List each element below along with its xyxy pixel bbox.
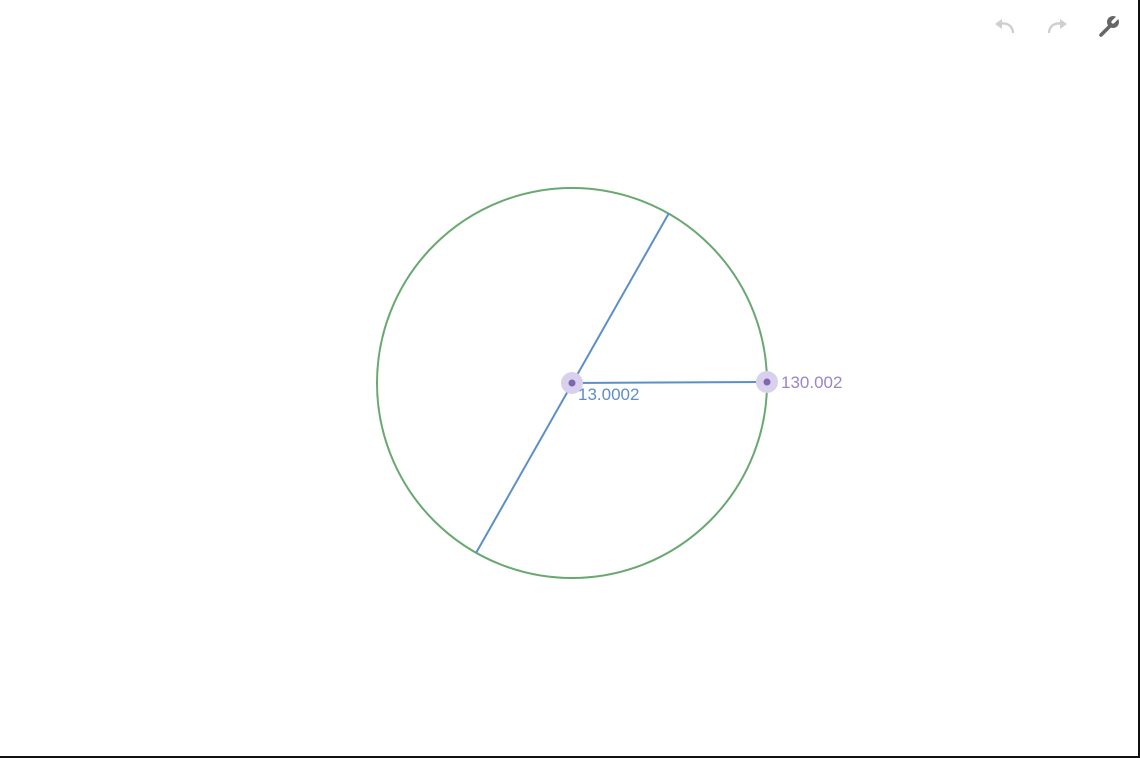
center-point[interactable] bbox=[568, 379, 576, 387]
undo-icon bbox=[995, 19, 1015, 34]
center-point-label: 13.0002 bbox=[578, 385, 639, 404]
redo-button[interactable] bbox=[1040, 10, 1074, 42]
radius-point[interactable] bbox=[763, 378, 771, 386]
radius-segment[interactable] bbox=[571, 381, 768, 384]
toolbar bbox=[988, 10, 1126, 42]
radius-point-label: 130.002 bbox=[781, 373, 842, 392]
settings-button[interactable] bbox=[1092, 10, 1126, 42]
redo-icon bbox=[1047, 19, 1067, 34]
undo-button[interactable] bbox=[988, 10, 1022, 42]
wrench-icon bbox=[1099, 13, 1122, 37]
